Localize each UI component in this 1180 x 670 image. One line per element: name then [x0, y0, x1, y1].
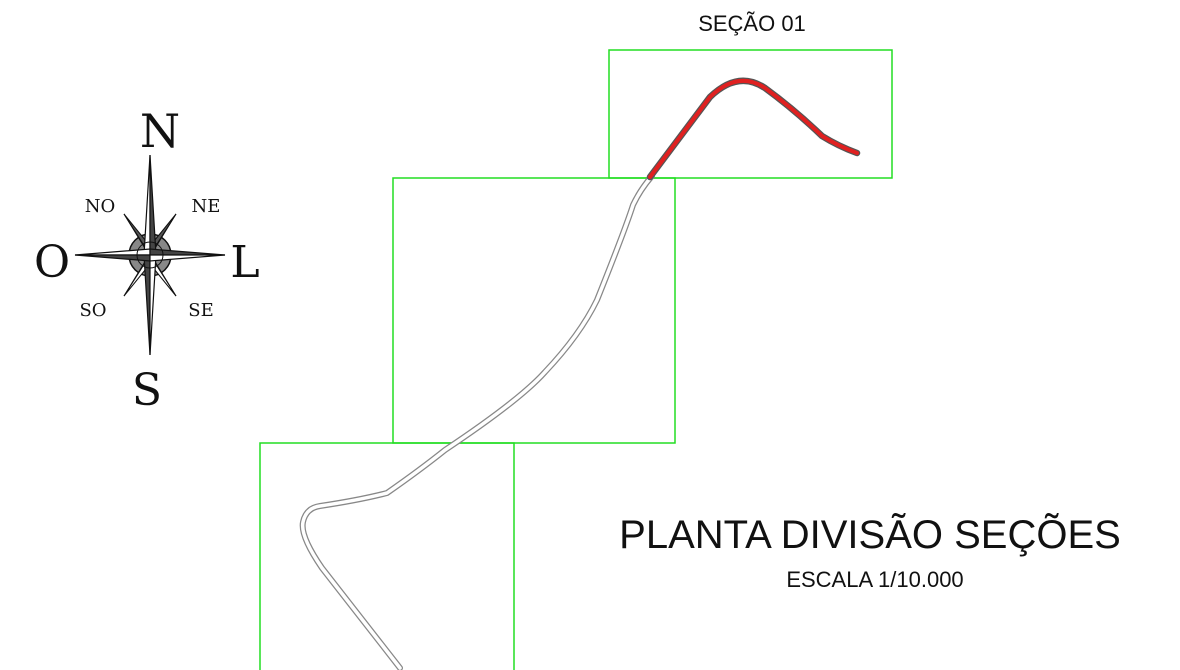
compass-southeast-label: SE [188, 300, 213, 321]
drawing-scale: ESCALA 1/10.000 [786, 567, 963, 592]
compass-west-label: O [34, 237, 70, 288]
section-box-02[interactable] [392, 177, 676, 444]
road-alignment [299, 173, 655, 670]
compass-rose-icon [74, 154, 226, 356]
drawing-title: PLANTA DIVISÃO SEÇÕES [619, 512, 1121, 557]
compass-east-label: L [230, 237, 259, 288]
compass-northwest-label: NO [85, 196, 116, 217]
section-01-road-highlight [646, 77, 861, 181]
compass-south-label: S [132, 365, 162, 416]
section-box-01[interactable] [608, 49, 893, 179]
compass-northeast-label: NE [192, 196, 221, 217]
section-box-03[interactable] [259, 442, 515, 670]
compass-north-label: N [140, 104, 180, 158]
section-label: SEÇÃO 01 [698, 11, 806, 36]
compass-southwest-label: SO [79, 300, 106, 321]
